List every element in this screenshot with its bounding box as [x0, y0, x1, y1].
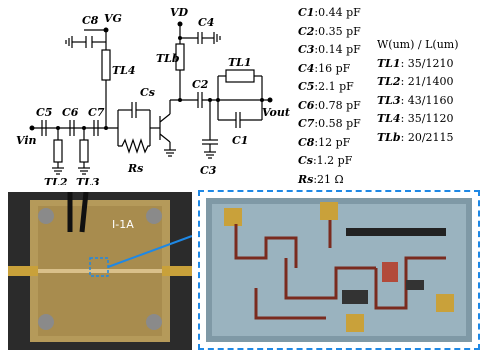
value-row: C4:16 pF	[298, 61, 351, 75]
tl-row: TL2: 21/1400	[377, 75, 454, 88]
value-row: Rs:21 Ω	[298, 172, 344, 186]
value-row: C3:0.14 pF	[298, 43, 361, 56]
board-photo: I-1A	[8, 192, 192, 350]
label-c6: C6	[62, 106, 79, 119]
value-row: Cs:1.2 pF	[298, 154, 353, 167]
label-c1: C1	[232, 134, 248, 147]
label-c4: C4	[198, 16, 214, 29]
board-label: I-1A	[112, 218, 134, 231]
label-vin: Vin	[16, 134, 37, 147]
die-micrograph-frame	[198, 190, 480, 350]
label-tl2: TL2	[44, 176, 68, 185]
label-cs: Cs	[140, 86, 155, 99]
value-row: C8:12 pF	[298, 135, 351, 149]
board-illustration: I-1A	[8, 192, 192, 342]
die-layout-illustration	[206, 198, 472, 342]
label-vg: VG	[104, 12, 122, 25]
value-row: C5:2.1 pF	[298, 80, 354, 93]
label-tl3: TL3	[76, 176, 100, 185]
circuit-schematic: C8 VG VD C4 TL4 TLb C2 TL1 C5 C6 C7 Cs R…	[16, 6, 290, 185]
label-tl1: TL1	[228, 56, 252, 69]
die-micrograph	[206, 198, 472, 342]
component-value-list: C1:0.44 pF C2:0.35 pF C3:0.14 pF C4:16 p…	[298, 4, 361, 189]
tl-row: TL1: 35/1210	[377, 56, 454, 70]
label-rs: Rs	[127, 162, 143, 175]
tl-row: TLb: 20/2115	[377, 130, 454, 144]
label-c8: C8	[82, 14, 99, 27]
tl-row: TL3: 43/1160	[377, 93, 454, 107]
label-c5: C5	[36, 106, 52, 119]
value-row: C6:0.78 pF	[298, 98, 361, 112]
value-row: C2:0.35 pF	[298, 24, 361, 38]
value-row: C7:0.58 pF	[298, 117, 361, 130]
tl-dimension-table: W(um) / L(um) TL1: 35/1210 TL2: 21/1400 …	[377, 36, 459, 147]
label-tlb: TLb	[156, 52, 180, 65]
label-tl4: TL4	[112, 64, 136, 77]
label-vout: Vout	[262, 106, 290, 119]
tl-table-header: W(um) / L(um)	[377, 38, 459, 51]
value-row: C1:0.44 pF	[298, 6, 361, 19]
label-vd: VD	[170, 6, 189, 19]
label-c7: C7	[88, 106, 105, 119]
label-c2: C2	[192, 78, 209, 91]
tl-row: TL4: 35/1120	[377, 112, 454, 125]
label-c3: C3	[200, 164, 217, 177]
